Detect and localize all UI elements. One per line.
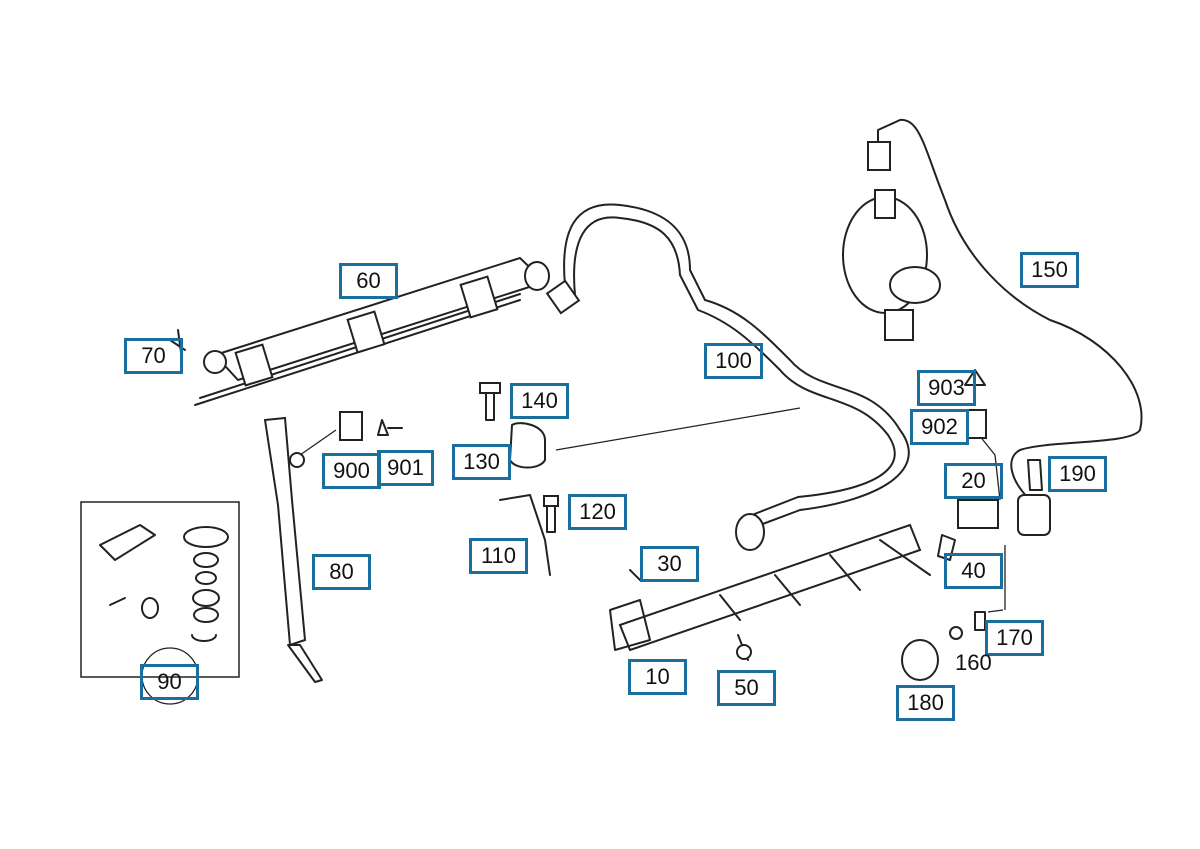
fuel-rail-lower [609,523,931,652]
callout-900[interactable]: 900 [322,453,381,489]
callout-70[interactable]: 70 [124,338,183,374]
callout-30[interactable]: 30 [640,546,699,582]
callout-100[interactable]: 100 [704,343,763,379]
callout-903[interactable]: 903 [917,370,976,406]
callout-140[interactable]: 140 [510,383,569,419]
callout-10[interactable]: 10 [628,659,687,695]
callout-170[interactable]: 170 [985,620,1044,656]
callout-150[interactable]: 150 [1020,252,1079,288]
callout-80[interactable]: 80 [312,554,371,590]
callout-190[interactable]: 190 [1048,456,1107,492]
seal-kit [80,501,240,705]
callout-40[interactable]: 40 [944,553,1003,589]
callout-110[interactable]: 110 [469,538,528,574]
callout-130[interactable]: 130 [452,444,511,480]
callout-180[interactable]: 180 [896,685,955,721]
callout-60[interactable]: 60 [339,263,398,299]
sensors-valves [901,369,1051,681]
label-160: 160 [955,650,992,675]
small-parts [339,382,801,661]
callout-90[interactable]: 90 [140,664,199,700]
callout-20[interactable]: 20 [944,463,1003,499]
callout-902[interactable]: 902 [910,409,969,445]
fuel-rail-upper [169,256,550,406]
callout-901[interactable]: 901 [377,450,434,486]
fuel-line-100 [545,203,910,551]
injector [263,416,337,683]
high-pressure-pump [842,118,1143,501]
callout-50[interactable]: 50 [717,670,776,706]
callout-120[interactable]: 120 [568,494,627,530]
